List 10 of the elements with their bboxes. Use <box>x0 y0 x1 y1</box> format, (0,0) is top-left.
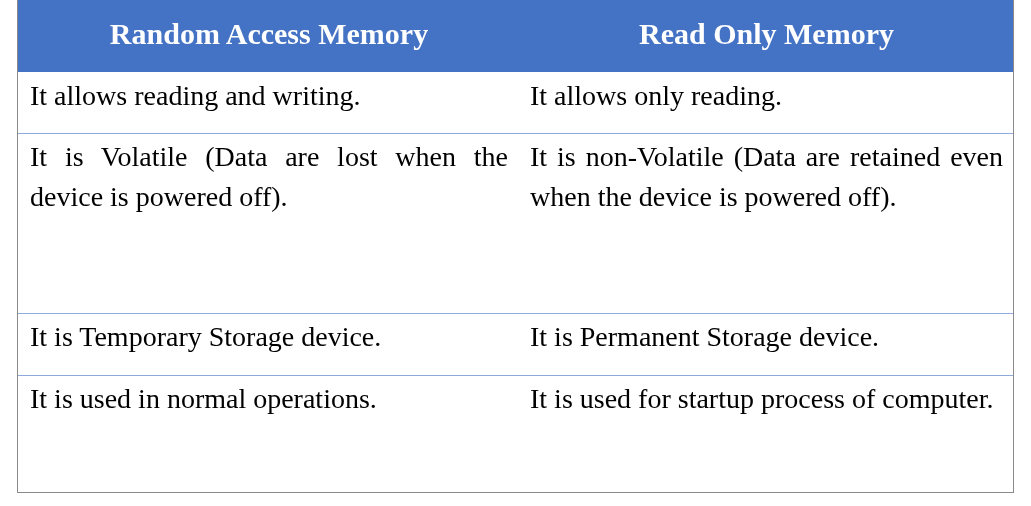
table-cell-text: It allows only reading. <box>529 79 783 113</box>
table-cell-text: It is Volatile (Data are lost when the device is powered off). <box>29 140 509 214</box>
table-cell-text: It is used in normal operations. <box>29 382 378 416</box>
table-cell-text: It is used for startup process of computer. <box>529 382 995 416</box>
column-header: Random Access Memory <box>18 0 518 72</box>
column-header: Read Only Memory <box>518 0 1013 72</box>
table-cell-text: It allows reading and writing. <box>29 79 362 113</box>
table-cell-text: It is Temporary Storage device. <box>29 320 383 354</box>
table-cell-text: It is non-Volatile (Data are retained even when the device is powered off). <box>529 140 1004 214</box>
table-cell-text: It is Permanent Storage device. <box>529 320 881 354</box>
